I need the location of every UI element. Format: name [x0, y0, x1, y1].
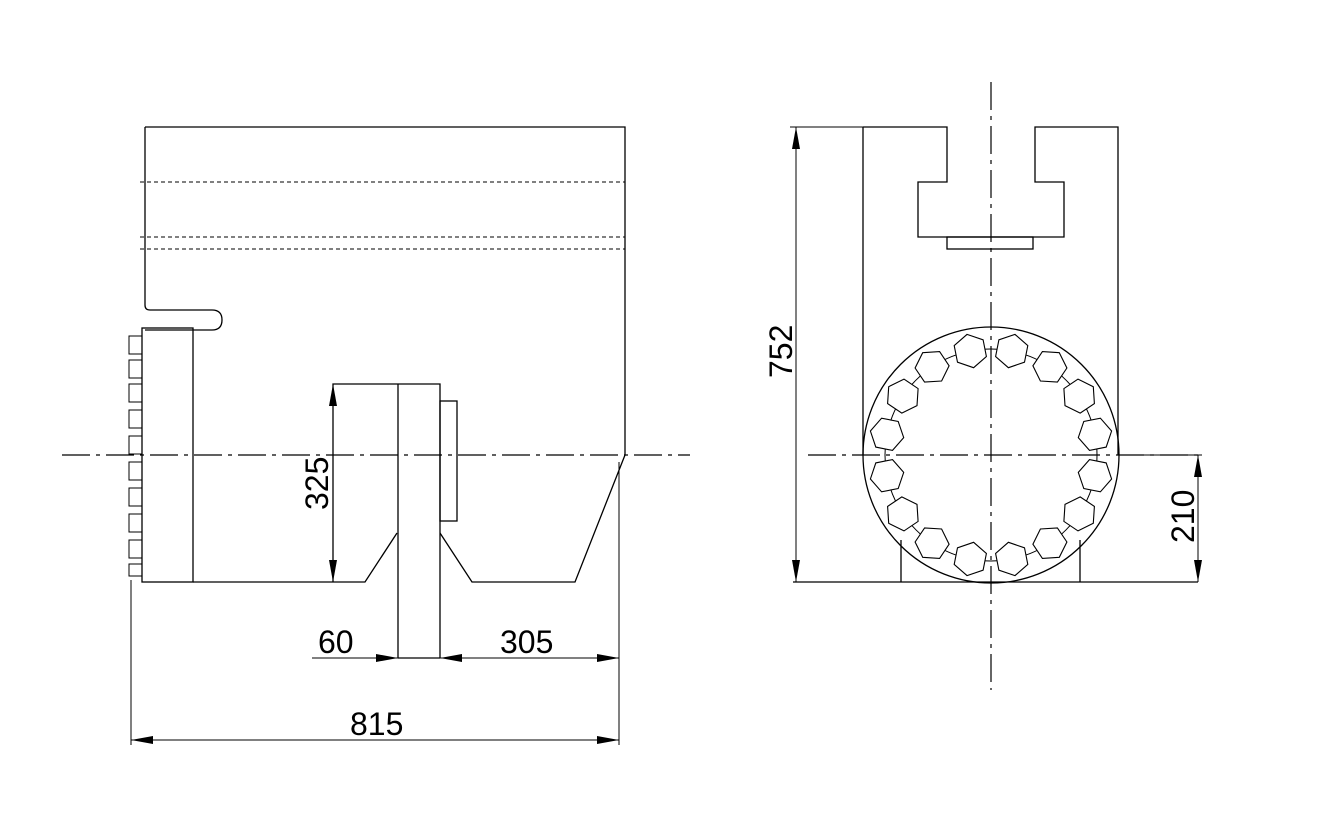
- side-view: 60 305 815 325: [62, 126, 690, 745]
- bolt-head: [128, 513, 143, 533]
- flange-bolt-heads: [128, 335, 143, 577]
- bolt-head: [128, 335, 143, 355]
- dimension-label-210: 210: [1165, 490, 1201, 543]
- hexagon-icon: [994, 541, 1029, 577]
- bolt-head: [128, 383, 143, 403]
- dimension-label-60: 60: [318, 624, 354, 660]
- hexagon-icon: [1077, 458, 1113, 493]
- hexagon-icon: [869, 417, 905, 452]
- bolt-head: [128, 409, 143, 429]
- bolt-head: [128, 487, 143, 507]
- front-body-outline: [863, 126, 1119, 455]
- web-plate: [439, 400, 458, 522]
- central-web: [332, 383, 441, 659]
- dimension-label-752: 752: [763, 325, 799, 378]
- hexagon-icon: [953, 541, 988, 577]
- hexagon-icon: [887, 496, 919, 532]
- hexagon-icon: [869, 458, 905, 493]
- bolt-head: [128, 435, 143, 455]
- bolt-head: [128, 563, 143, 577]
- hexagon-icon: [994, 333, 1029, 369]
- hexagon-icon: [914, 527, 950, 559]
- dimension-label-815: 815: [350, 706, 403, 742]
- t-slot-insert: [946, 236, 1034, 250]
- hexagon-icon: [1032, 351, 1068, 383]
- dimension-label-305: 305: [500, 624, 553, 660]
- hexagon-icon: [914, 351, 950, 383]
- hexagon-icon: [1077, 417, 1113, 452]
- lower-body-outline: [193, 454, 626, 583]
- bolt-group: [869, 333, 1113, 577]
- bolt-head: [128, 359, 143, 379]
- hexagon-icon: [1063, 496, 1095, 532]
- upper-block-outline: [144, 126, 626, 455]
- hexagon-icon: [1063, 378, 1095, 414]
- hexagon-icon: [887, 378, 919, 414]
- hexagon-icon: [1032, 527, 1068, 559]
- front-view: 752 210: [763, 82, 1202, 690]
- bolt-head: [128, 539, 143, 559]
- bolt-head: [128, 461, 143, 481]
- hexagon-icon: [953, 333, 988, 369]
- dimension-label-325: 325: [299, 457, 335, 510]
